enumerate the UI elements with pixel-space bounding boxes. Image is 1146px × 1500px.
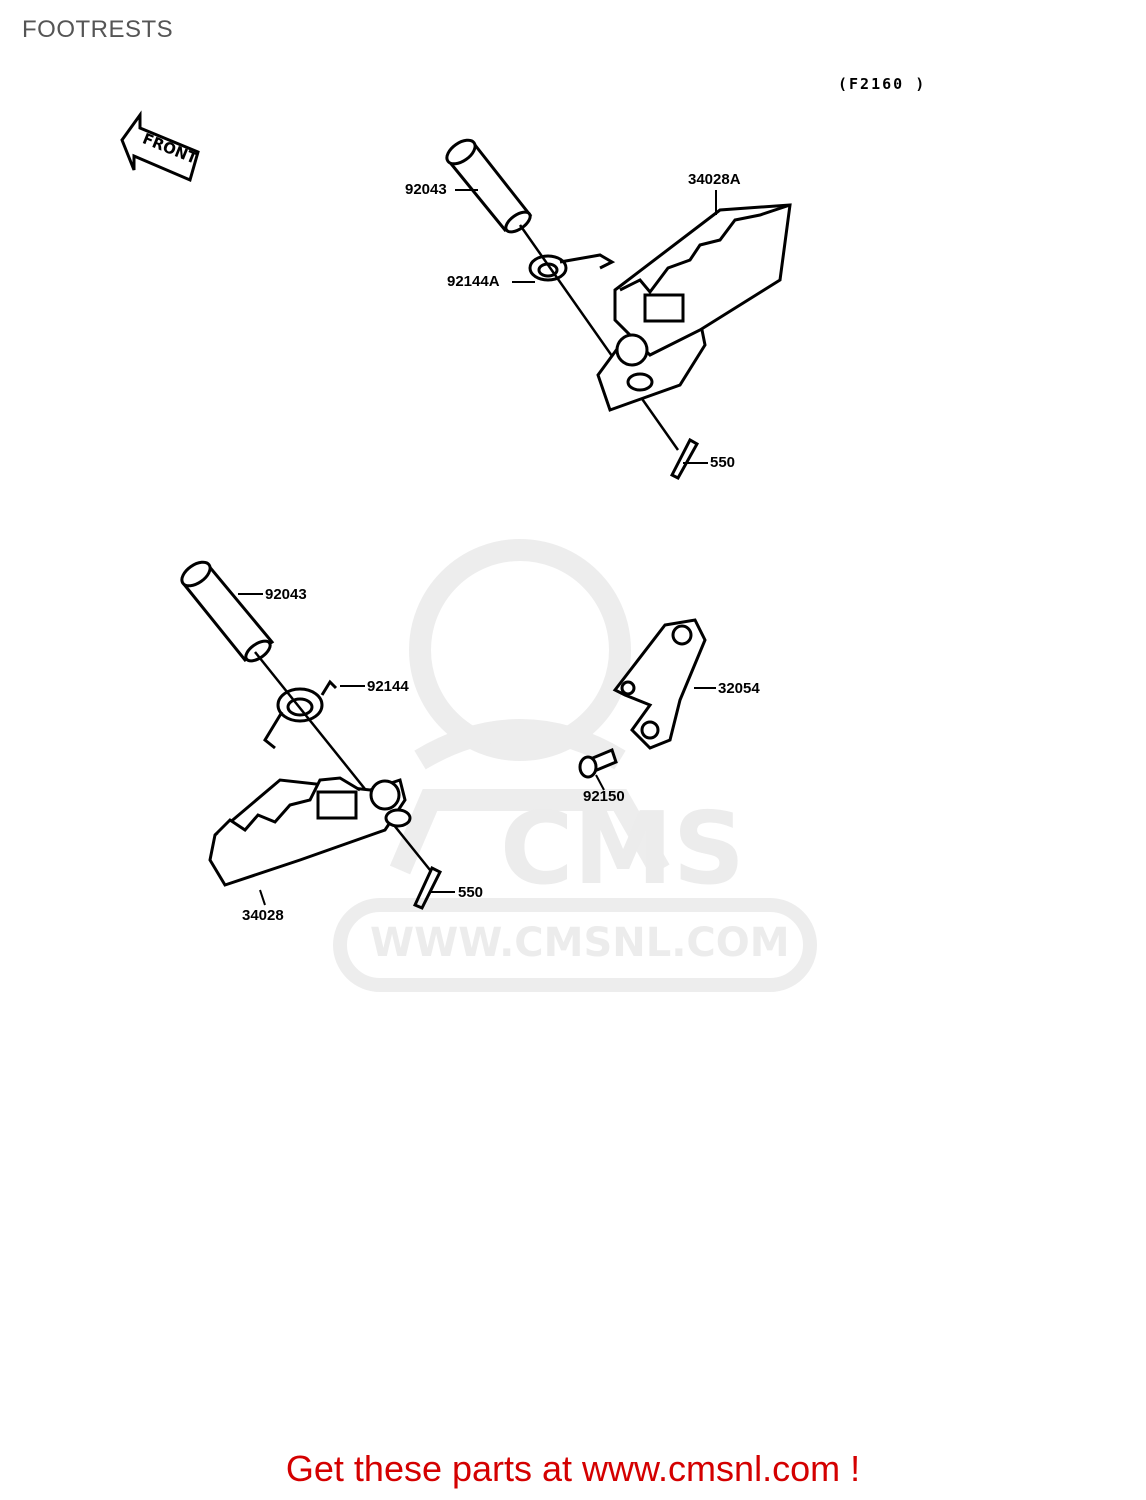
upper-footrest: [596, 203, 792, 412]
callout-pin-upper: 92043: [405, 181, 447, 198]
callout-bracket: 32054: [718, 680, 760, 697]
upper-pin: [445, 138, 533, 234]
leader-lines: [238, 189, 717, 906]
upper-spring: [528, 253, 616, 282]
callout-spring-upper: 92144A: [447, 273, 500, 290]
watermark-pill: [333, 898, 817, 992]
callout-bolt: 92150: [583, 788, 625, 805]
bracket-32054: [612, 618, 707, 750]
callout-spring-lower: 92144: [367, 678, 409, 695]
lower-pin: [180, 560, 275, 663]
watermark-brand: CMS: [500, 790, 745, 907]
upper-cotter-pin: [669, 437, 700, 480]
upper-axis-line: [518, 224, 680, 451]
callout-cotter-lower: 550: [458, 884, 484, 901]
page-title: FOOTRESTS: [22, 16, 174, 43]
lower-spring: [263, 679, 338, 750]
lower-cotter-pin: [412, 865, 443, 910]
callout-pin-lower: 92043: [265, 586, 307, 603]
watermark-url: WWW.CMSNL.COM: [370, 920, 790, 966]
figure-code: (F2160 ): [838, 75, 927, 93]
front-arrow: FRONT: [120, 110, 201, 183]
bolt-92150: [578, 747, 618, 779]
promo-link[interactable]: Get these parts at www.cmsnl.com !: [285, 1448, 861, 1489]
lower-footrest: [208, 776, 412, 887]
lower-axis-line: [254, 651, 431, 871]
callout-footrest-lower: 34028: [242, 907, 284, 924]
callout-footrest-upper: 34028A: [688, 171, 741, 188]
callout-cotter-upper: 550: [710, 454, 736, 471]
watermark-mascot: [389, 539, 670, 876]
